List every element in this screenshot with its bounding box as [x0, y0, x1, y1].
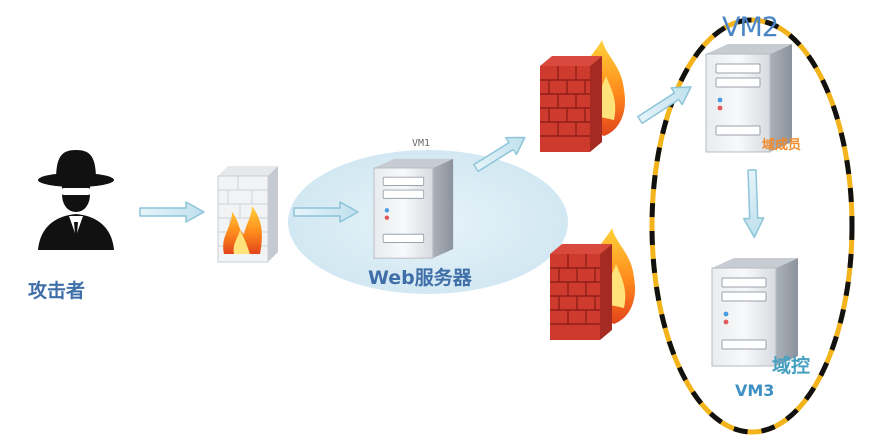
- firewall-icon: [550, 228, 636, 340]
- domain-controller-label: 域控: [772, 355, 811, 377]
- arrow-icon: [139, 201, 205, 223]
- domain-member-label: 域成员: [762, 138, 802, 153]
- server-icon: [711, 257, 799, 367]
- vm2-vm3-boundary: [649, 17, 855, 435]
- vm1-label: VM1: [412, 138, 431, 149]
- vm3-label: VM3: [735, 381, 775, 400]
- web-server-label: Web服务器: [368, 267, 472, 289]
- arrow-icon: [741, 168, 766, 239]
- attacker-label: 攻击者: [28, 280, 86, 302]
- server-icon: [373, 158, 454, 259]
- firewall-icon: [217, 166, 278, 263]
- firewall-icon: [540, 40, 626, 152]
- vm2-label: VM2: [722, 12, 779, 43]
- attacker-icon: [38, 150, 114, 250]
